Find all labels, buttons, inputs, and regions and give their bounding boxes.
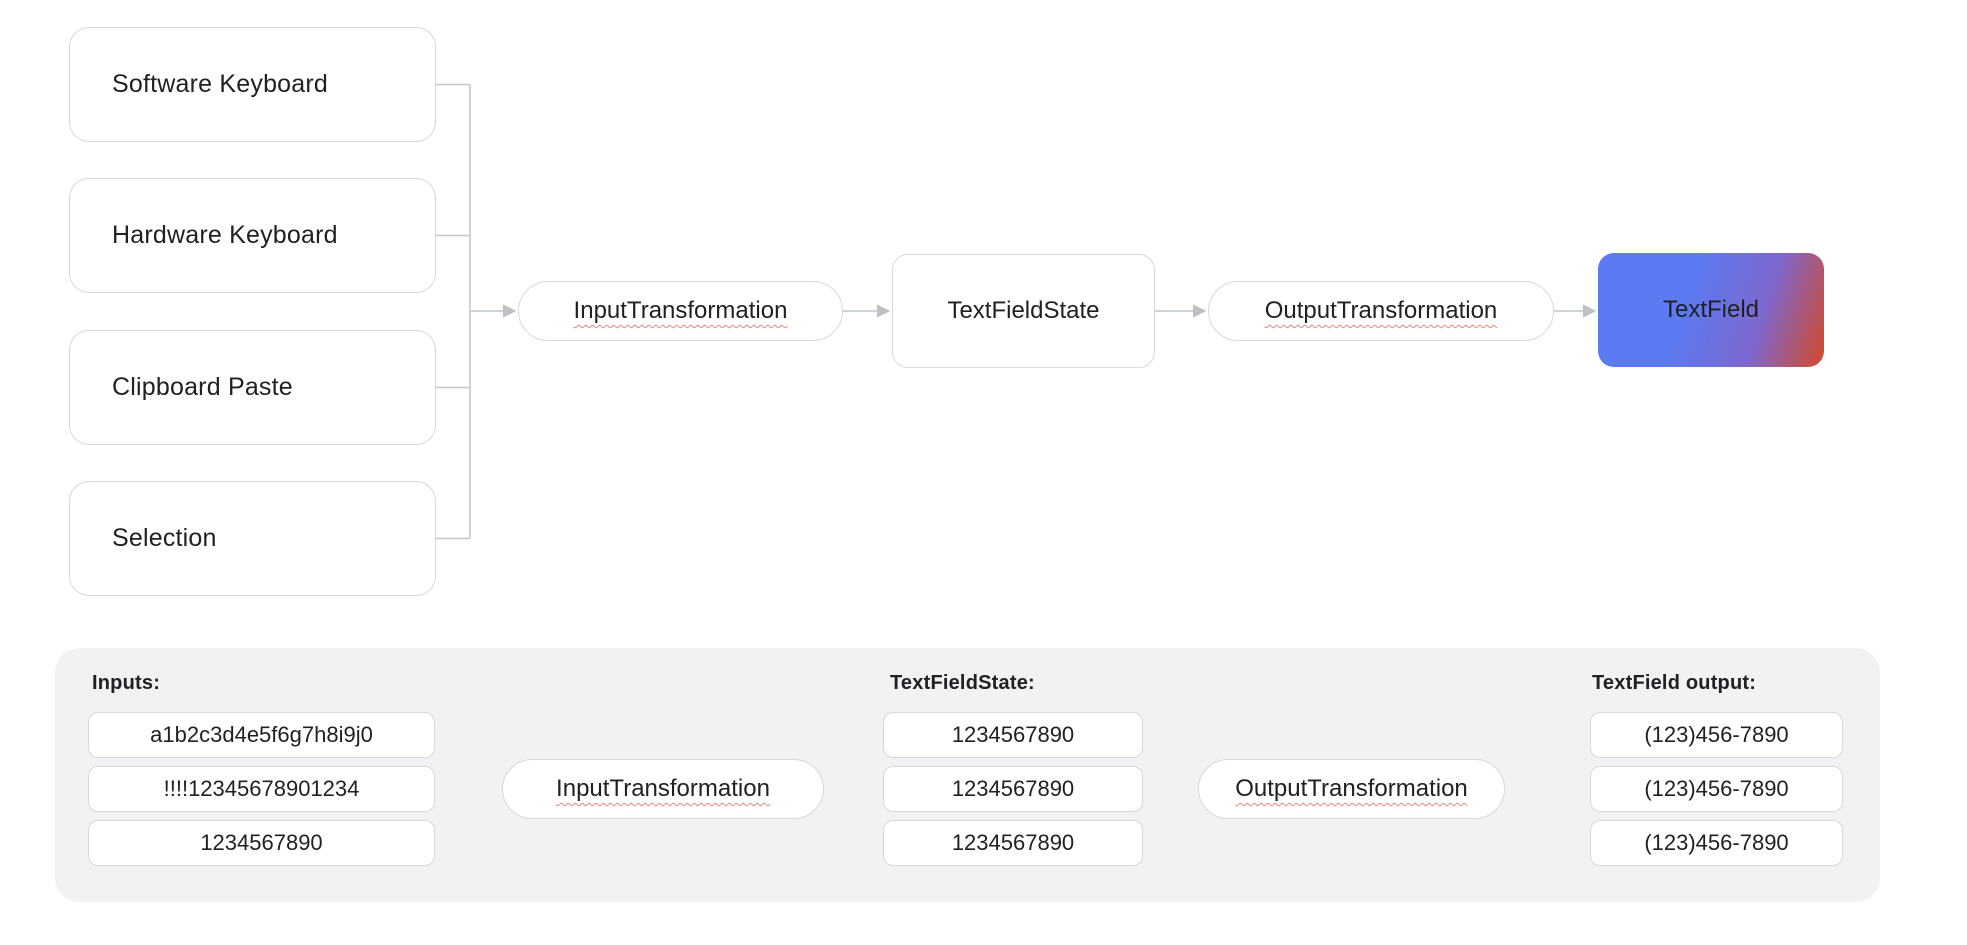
output-transformation-pill: OutputTransformation — [1208, 281, 1554, 341]
input-value: !!!!12345678901234 — [163, 776, 360, 801]
output-transformation-pill-example: OutputTransformation — [1198, 759, 1505, 819]
input-value: a1b2c3d4e5f6g7h8i9j0 — [150, 722, 373, 747]
source-label: Selection — [112, 524, 217, 552]
inputs-heading: Inputs: — [92, 672, 161, 694]
textfieldstate-box: TextFieldState — [892, 254, 1155, 368]
state-value-box: 1234567890 — [883, 766, 1143, 812]
state-value: 1234567890 — [951, 776, 1075, 801]
textfieldstate-label: TextFieldState — [947, 297, 1100, 324]
state-value: 1234567890 — [951, 722, 1075, 747]
state-value: 1234567890 — [951, 830, 1075, 855]
input-transformation-pill: InputTransformation — [518, 281, 843, 341]
input-transformation-label: InputTransformation — [573, 297, 788, 324]
state-value-box: 1234567890 — [883, 820, 1143, 866]
source-label: Hardware Keyboard — [112, 221, 338, 249]
output-value-box: (123)456-7890 — [1590, 766, 1843, 812]
input-value-box: 1234567890 — [88, 820, 435, 866]
textfieldstate-heading: TextFieldState: — [890, 672, 1035, 694]
source-box-selection: Selection — [69, 481, 436, 596]
output-transformation-label: OutputTransformation — [1235, 775, 1468, 802]
output-value: (123)456-7890 — [1644, 776, 1789, 801]
input-value: 1234567890 — [200, 830, 323, 855]
output-value-box: (123)456-7890 — [1590, 820, 1843, 866]
source-box-hardware-keyboard: Hardware Keyboard — [69, 178, 436, 293]
output-value: (123)456-7890 — [1644, 830, 1789, 855]
output-transformation-label: OutputTransformation — [1264, 297, 1498, 324]
state-value-box: 1234567890 — [883, 712, 1143, 758]
textfield-gradient-box: TextField — [1598, 253, 1824, 367]
source-label: Software Keyboard — [112, 70, 329, 98]
input-value-box: !!!!12345678901234 — [88, 766, 435, 812]
source-label: Clipboard Paste — [112, 373, 293, 401]
input-value-box: a1b2c3d4e5f6g7h8i9j0 — [88, 712, 435, 758]
output-value: (123)456-7890 — [1644, 722, 1789, 747]
textfield-output-heading: TextField output: — [1592, 672, 1757, 694]
input-transformation-label: InputTransformation — [556, 775, 770, 802]
input-transformation-pill-example: InputTransformation — [502, 759, 824, 819]
output-value-box: (123)456-7890 — [1590, 712, 1843, 758]
source-box-software-keyboard: Software Keyboard — [69, 27, 436, 142]
source-box-clipboard-paste: Clipboard Paste — [69, 330, 436, 445]
textfield-label: TextField — [1662, 296, 1760, 323]
